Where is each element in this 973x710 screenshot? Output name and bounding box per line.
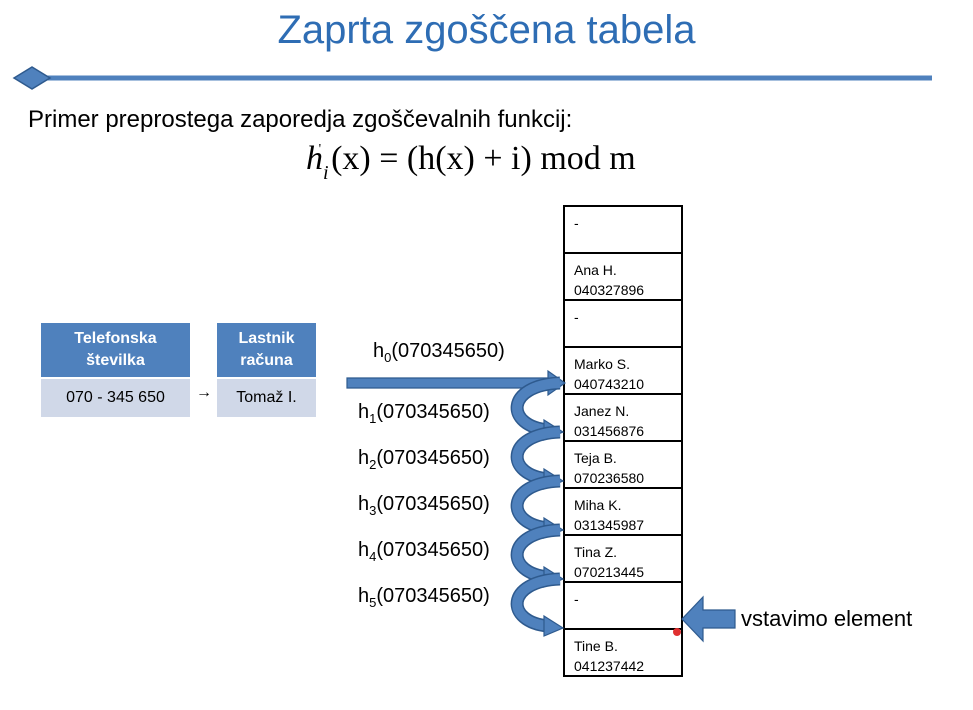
hash-call-4: h4(070345650) xyxy=(358,539,490,564)
hash-argument: (070345650) xyxy=(376,585,490,607)
hash-call-0: h0(070345650) xyxy=(373,340,505,365)
hash-index: 1 xyxy=(369,411,377,426)
title-divider xyxy=(12,66,932,90)
hash-call-2: h2(070345650) xyxy=(358,447,490,472)
formula-prime: ' xyxy=(318,142,322,157)
hash-table-row: Ana H. 040327896 xyxy=(565,254,681,301)
hash-index: 2 xyxy=(369,457,377,472)
entry-name: Janez N. xyxy=(574,403,630,419)
probe-curve-fill xyxy=(512,525,561,582)
formula-rest: (x) = (h(x) + i) mod m xyxy=(331,140,636,177)
entry-number: 070236580 xyxy=(574,470,645,486)
entry-name: Miha K. xyxy=(574,497,622,513)
entry-number: 070213445 xyxy=(574,564,645,580)
entry-name: Tine B. xyxy=(574,638,618,654)
hash-formula: hi' (x) = (h(x) + i) mod m xyxy=(306,140,636,184)
owner-value: Tomaž I. xyxy=(217,379,316,417)
phone-header-line2: številka xyxy=(86,352,145,369)
insert-marker xyxy=(673,628,681,636)
probe-curve-fill xyxy=(512,427,561,484)
phone-header-line1: Telefonska xyxy=(74,330,157,347)
entry-name: - xyxy=(574,309,579,325)
hash-index: 4 xyxy=(369,549,377,564)
probe-curve-fill xyxy=(512,378,561,435)
hash-prefix: h xyxy=(358,447,370,469)
phone-number-value: 070 - 345 650 xyxy=(41,379,190,417)
hash-table-row: - xyxy=(565,301,681,348)
owner-header: Lastnik računa xyxy=(217,323,316,377)
probe-curve-fill xyxy=(512,476,561,533)
entry-name: Teja B. xyxy=(574,450,617,466)
formula-h: h xyxy=(306,140,323,177)
entry-name: Ana H. xyxy=(574,262,617,278)
entry-number: 040327896 xyxy=(574,282,645,298)
slide-title: Zaprta zgoščena tabela xyxy=(277,8,696,52)
hash-prefix: h xyxy=(358,539,370,561)
insert-arrow xyxy=(681,595,736,643)
entry-name: - xyxy=(574,215,579,231)
hash-table-row: Teja B. 070236580 xyxy=(565,442,681,489)
entry-number: 031345987 xyxy=(574,517,645,533)
formula-subscript: i xyxy=(323,162,329,184)
hash-table-row: - xyxy=(565,583,681,630)
entry-number: 040743210 xyxy=(574,376,645,392)
hash-table-row: - xyxy=(565,207,681,254)
hash-index: 0 xyxy=(384,350,392,365)
hash-call-1: h1(070345650) xyxy=(358,401,490,426)
hash-call-3: h3(070345650) xyxy=(358,493,490,518)
hash-argument: (070345650) xyxy=(376,493,490,515)
entry-name: - xyxy=(574,591,579,607)
hash-table-row: Tine B. 041237442 xyxy=(565,630,681,677)
hash-prefix: h xyxy=(358,401,370,423)
entry-name: Tina Z. xyxy=(574,544,618,560)
hash-argument: (070345650) xyxy=(376,401,490,423)
entry-number: 041237442 xyxy=(574,658,645,674)
hash-table-row: Janez N. 031456876 xyxy=(565,395,681,442)
hash-prefix: h xyxy=(358,585,370,607)
owner-header-line2: računa xyxy=(240,352,293,369)
hash-argument: (070345650) xyxy=(391,340,505,362)
hash-index: 3 xyxy=(369,503,377,518)
hash-argument: (070345650) xyxy=(376,539,490,561)
hash-argument: (070345650) xyxy=(376,447,490,469)
hash-table-row: Marko S. 040743210 xyxy=(565,348,681,395)
probe-curve-fill xyxy=(512,574,561,631)
probe-arrowhead xyxy=(543,614,565,637)
hash-table-row: Tina Z. 070213445 xyxy=(565,536,681,583)
hash-call-5: h5(070345650) xyxy=(358,585,490,610)
hash-prefix: h xyxy=(358,493,370,515)
hash-prefix: h xyxy=(373,340,385,362)
entry-name: Marko S. xyxy=(574,356,631,372)
insert-element-label: vstavimo element xyxy=(741,606,913,631)
hash-table-row: Miha K. 031345987 xyxy=(565,489,681,536)
right-arrow-icon: → xyxy=(196,384,212,401)
entry-number: 031456876 xyxy=(574,423,645,439)
subtitle: Primer preprostega zaporedja zgoščevalni… xyxy=(28,106,573,133)
owner-header-line1: Lastnik xyxy=(238,330,295,347)
phone-number-header: Telefonska številka xyxy=(41,323,190,377)
hash-index: 5 xyxy=(369,595,377,610)
